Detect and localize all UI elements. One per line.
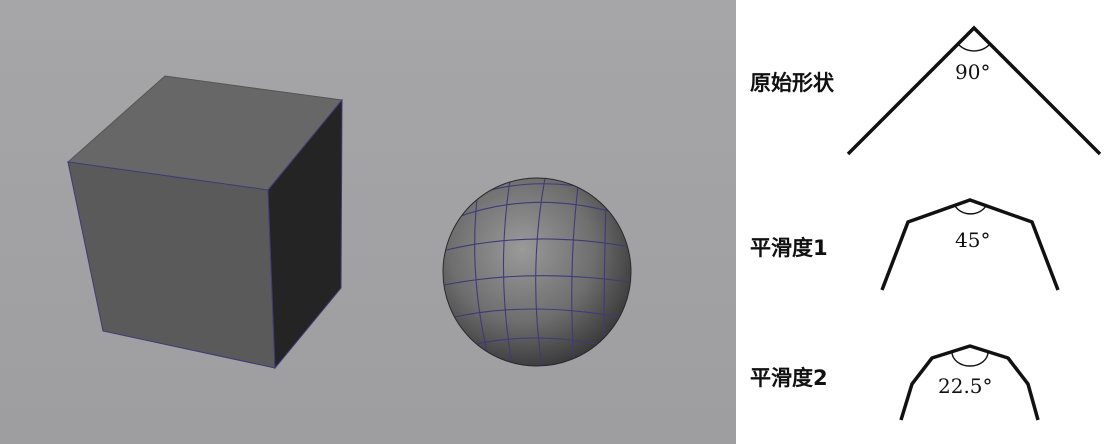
- smoothness-2-line: [899, 344, 1040, 421]
- smoothness-diagram: 原始形状 90° 平滑度1 45° 平滑度2 22.5°: [736, 0, 1104, 444]
- 3d-viewport: [0, 0, 736, 444]
- cube[interactable]: [66, 75, 343, 370]
- smoothness-1-line: [880, 198, 1060, 291]
- angle-arc: [957, 43, 991, 52]
- viewport-canvas: [0, 0, 736, 444]
- sphere[interactable]: [442, 177, 632, 367]
- angle-label: 22.5°: [938, 374, 993, 398]
- angle-label: 45°: [955, 228, 990, 252]
- angle-arc: [954, 205, 987, 215]
- original-shape-line: [846, 25, 1102, 156]
- angle-label: 90°: [955, 60, 990, 84]
- row-smoothness-2: 平滑度2 22.5°: [750, 344, 1040, 421]
- cube-right-face: [267, 98, 343, 370]
- sphere-outline: [442, 177, 632, 367]
- row-original-shape: 原始形状 90°: [750, 25, 1102, 156]
- diagram-canvas: 原始形状 90° 平滑度1 45° 平滑度2 22.5°: [750, 25, 1102, 421]
- row-label: 平滑度2: [750, 366, 828, 390]
- row-smoothness-1: 平滑度1 45°: [750, 198, 1060, 291]
- row-label: 原始形状: [750, 71, 835, 95]
- row-label: 平滑度1: [750, 236, 828, 260]
- angle-arc: [951, 351, 989, 367]
- sphere-body: [443, 178, 631, 366]
